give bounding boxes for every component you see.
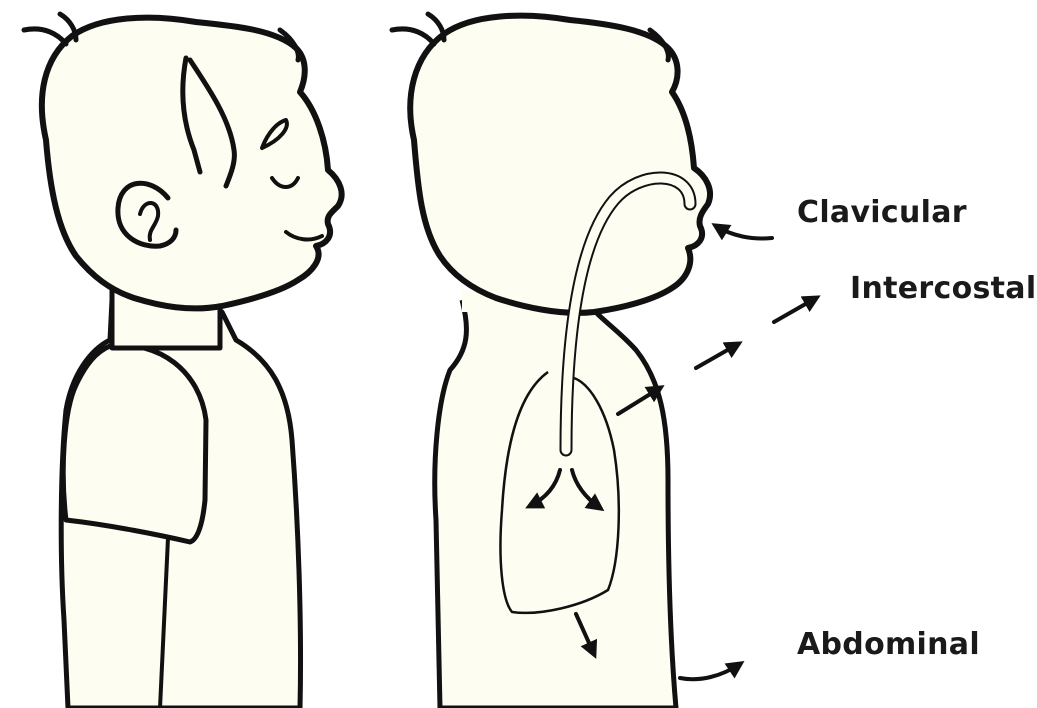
label-abdominal: Abdominal	[797, 630, 980, 660]
boy-right-figure	[392, 14, 710, 708]
boy-right-head	[410, 16, 710, 313]
boy-right-body	[435, 300, 676, 708]
intercostal-arrow-icon-2	[696, 344, 738, 368]
clavicular-arrow-icon	[716, 226, 772, 239]
abdominal-arrow-icon	[680, 664, 740, 679]
intercostal-arrow-icon-3	[774, 298, 816, 322]
boy-left-sleeve	[63, 345, 206, 542]
label-intercostal: Intercostal	[850, 274, 1036, 304]
label-clavicular: Clavicular	[797, 198, 967, 228]
boy-left-figure	[24, 14, 342, 708]
